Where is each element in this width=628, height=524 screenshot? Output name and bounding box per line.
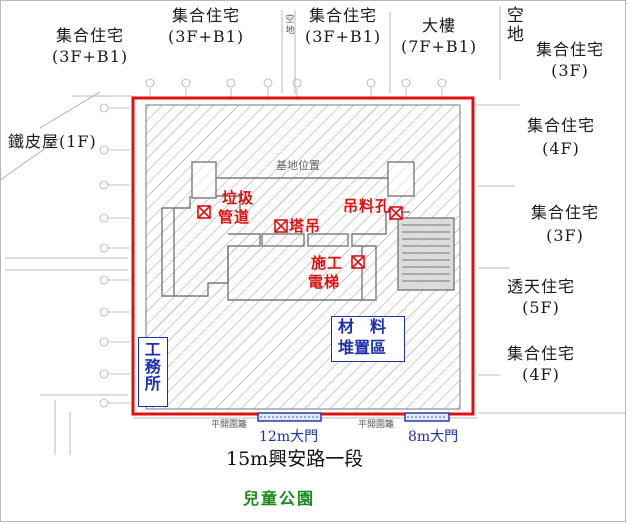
label-line: 垃圾: [222, 189, 255, 207]
road-label: 15m興安路一段: [226, 448, 364, 470]
neighbor-top-left-1: 集合住宅 (3F+B1): [52, 26, 129, 66]
gate-8m-label: 8m大門: [408, 429, 459, 445]
fence-label-2: 平開圍籬: [358, 420, 395, 430]
neighbor-left-1: 鐵皮屋(1F): [8, 132, 97, 151]
stair-hatch: [402, 224, 450, 282]
void-small-label: 空地: [283, 14, 294, 36]
park-label: 兒童公園: [243, 489, 316, 508]
neighbor-floors: (3F): [551, 60, 589, 80]
neighbor-top-left-2: 集合住宅 (3F+B1): [168, 6, 245, 46]
label-line: 材 料: [338, 317, 387, 336]
neighbor-name: 集合住宅: [507, 344, 576, 363]
neighbor-name: 集合住宅: [56, 26, 125, 45]
garbage-chute-label: 垃圾 管道: [218, 189, 255, 226]
neighbor-floors: (3F+B1): [52, 46, 129, 66]
neighbor-right-3: 集合住宅 (3F): [531, 203, 600, 245]
label-line: 管道: [218, 207, 251, 226]
neighbor-right-4: 透天住宅 (5F): [507, 277, 576, 317]
neighbor-top-right-void: 空地: [502, 6, 523, 44]
label-line: 堆置區: [338, 337, 387, 357]
neighbor-name: 集合住宅: [527, 116, 596, 135]
site-office-box: [138, 337, 168, 407]
building-walls: [161, 177, 410, 301]
neighbor-name: 大樓: [422, 16, 457, 35]
label-line: 電梯: [308, 272, 341, 291]
neighbor-top-mid: 集合住宅 (3F+B1): [305, 6, 382, 46]
neighbor-floors: (3F+B1): [305, 26, 382, 46]
neighbor-floors: (5F): [522, 297, 560, 317]
neighbor-right-1: 集合住宅 (3F): [536, 40, 605, 80]
material-storage-label: 材 料 堆置區: [338, 317, 387, 357]
neighbor-floors: (3F+B1): [168, 26, 245, 46]
neighbor-floors: (7F+B1): [401, 36, 478, 56]
base-label: 基地位置: [276, 159, 320, 172]
neighbor-floors: (3F): [546, 225, 584, 245]
tower-crane-label: 塔吊: [289, 217, 322, 235]
facility-markers: [197, 205, 403, 269]
label-line: 施工: [311, 254, 344, 272]
neighbor-name: 集合住宅: [531, 203, 600, 222]
gate-12m-label: 12m大門: [259, 429, 319, 445]
material-storage-box: [331, 316, 405, 362]
neighbor-right-5: 集合住宅 (4F): [507, 344, 576, 384]
fence-label-1: 平開圍籬: [211, 420, 248, 430]
neighbor-name: 集合住宅: [536, 40, 605, 59]
hoist-hole-label: 吊料孔: [343, 197, 392, 215]
building-outline: [191, 161, 455, 291]
site-office-label: 工務所: [141, 341, 161, 392]
neighbor-name: 集合住宅: [309, 6, 378, 25]
construction-elevator-label: 施工 電梯: [308, 254, 344, 291]
neighbor-top-right-tall: 大樓 (7F+B1): [401, 16, 478, 56]
neighbor-name: 集合住宅: [172, 6, 241, 25]
neighbor-right-2: 集合住宅 (4F): [527, 116, 596, 158]
neighbor-floors: (4F): [542, 138, 580, 158]
neighbor-floors: (4F): [522, 364, 560, 384]
neighbor-name: 透天住宅: [507, 277, 576, 296]
